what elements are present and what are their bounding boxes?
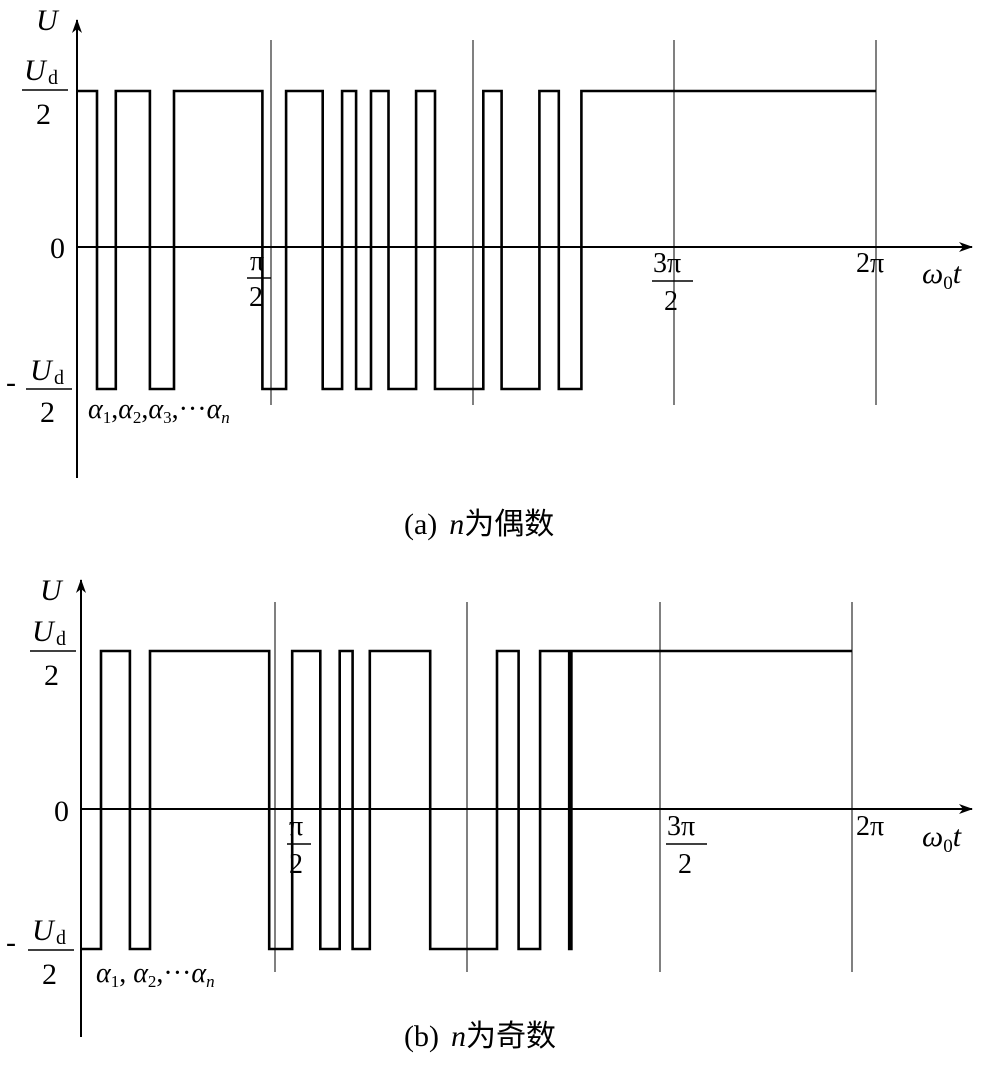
panel-b-level-pos-den: 2 <box>44 659 59 692</box>
panel-a-tick-half-pi-den: 2 <box>249 282 263 313</box>
panel-a-x-axis-label: ω0t <box>922 257 962 294</box>
panel-a-tick-three-half-pi-num: 3π <box>653 248 681 279</box>
panel-a-zero-label: 0 <box>50 232 65 265</box>
panel-a-level-neg-sub: d <box>54 367 64 389</box>
panel-b-caption: (b)n为奇数 <box>404 1020 556 1053</box>
panel-a-level-pos-sub: d <box>48 67 58 89</box>
panel-b-level-pos-sub: d <box>56 628 66 650</box>
panel-a-caption: (a)n为偶数 <box>404 508 554 541</box>
panel-a: U U d 2 0 - U d 2 α1,α2,α3,···αn π 2 3π … <box>6 4 973 541</box>
panel-a-level-neg-num: U <box>30 354 54 387</box>
panel-a-level-neg-sign: - <box>6 366 16 399</box>
panel-b-level-pos-num: U <box>32 615 56 648</box>
panel-a-level-neg-den: 2 <box>40 396 55 429</box>
panel-a-tick-three-half-pi-den: 2 <box>664 286 678 317</box>
panel-a-tick-half-pi-num: π <box>250 246 264 277</box>
panel-b-angle-labels: α1, α2,···αn <box>96 958 215 991</box>
panel-b-zero-label: 0 <box>54 795 69 828</box>
panel-a-level-pos-num: U <box>24 54 48 87</box>
panel-b-tick-two-pi: 2π <box>856 811 884 842</box>
panel-a-tick-two-pi: 2π <box>856 248 884 279</box>
panel-b-tick-three-half-pi-num: 3π <box>667 811 695 842</box>
panel-b-level-neg-sign: - <box>6 926 16 959</box>
panel-b-tick-half-pi-den: 2 <box>289 849 303 880</box>
panel-a-y-axis-label: U <box>36 4 60 37</box>
panel-b-tick-half-pi-num: π <box>289 811 303 842</box>
panel-b-x-axis-label: ω0t <box>922 820 962 857</box>
panel-b-level-neg-den: 2 <box>42 958 57 991</box>
panel-a-waveform <box>77 89 876 391</box>
panel-a-angle-labels: α1,α2,α3,···αn <box>88 394 230 427</box>
panel-b-level-neg-sub: d <box>56 927 66 949</box>
panel-b-tick-three-half-pi-den: 2 <box>678 849 692 880</box>
panel-b: U U d 2 0 - U d 2 α1, α2,···αn π 2 3π 2 … <box>6 574 973 1053</box>
panel-b-waveform <box>81 649 852 951</box>
panel-b-level-neg-num: U <box>32 914 56 947</box>
panel-b-y-axis-label: U <box>40 574 64 607</box>
panel-a-level-pos-den: 2 <box>36 98 51 131</box>
